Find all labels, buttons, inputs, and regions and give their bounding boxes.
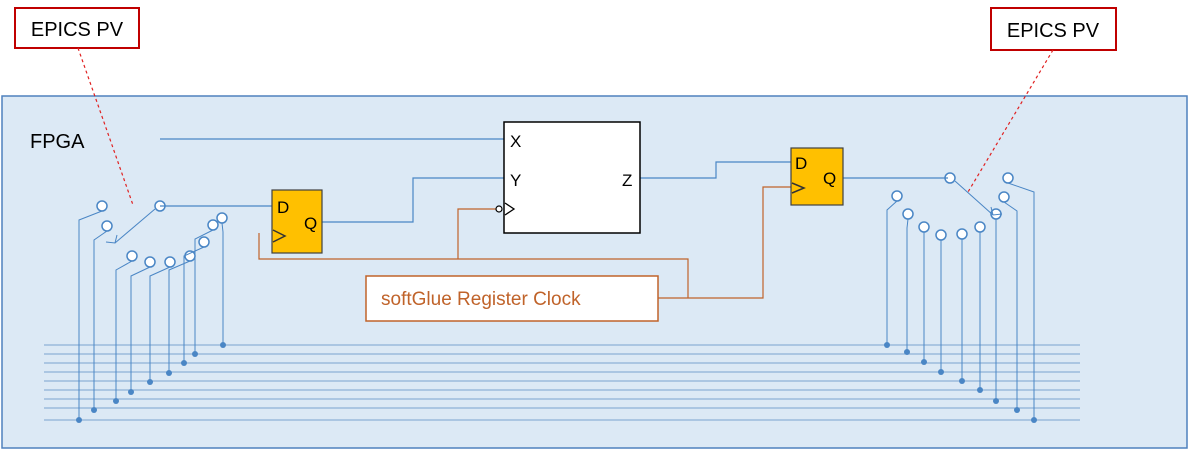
bus-junction-dot	[1014, 407, 1020, 413]
switch-pin-wire	[1003, 201, 1018, 410]
switch-terminal	[198, 236, 210, 248]
switch-terminal	[1002, 172, 1014, 184]
wire-z-to-d-right	[640, 161, 791, 179]
switch-terminal	[96, 200, 108, 212]
bus-junction-dot	[113, 398, 119, 404]
register-clock-box: softGlue Register Clock	[365, 275, 659, 322]
switch-pin-wire	[183, 246, 205, 363]
switch-arrow-icon	[105, 234, 118, 244]
bus-junction-dot	[181, 360, 187, 366]
wire-q-to-y	[322, 177, 504, 223]
bus-junction-dot	[91, 407, 97, 413]
switch-terminal	[216, 212, 228, 224]
switch-terminal	[207, 219, 219, 231]
fpga-label: FPGA	[30, 131, 85, 153]
switch-pin-wire	[78, 210, 103, 420]
bus-junction-dot	[1031, 417, 1037, 423]
switch-wiper	[114, 208, 156, 244]
switch-pin-wire	[93, 230, 108, 410]
switch-arrow-icon	[990, 206, 1003, 216]
flipflop-right-q: Q	[823, 169, 836, 188]
logic-input-y: Y	[510, 171, 521, 190]
switch-pin-wire	[221, 222, 224, 345]
flipflop-left-d: D	[277, 198, 289, 217]
logic-output-z: Z	[622, 171, 632, 190]
switch-pin-wire	[130, 266, 151, 392]
bus-junction-dot	[128, 389, 134, 395]
bus-junction-dot	[959, 378, 965, 384]
switch-pin-wire	[906, 218, 909, 352]
register-clock-label: softGlue Register Clock	[381, 289, 581, 310]
epics-pv-label-right: EPICS PV	[1007, 20, 1100, 42]
clock-edge-icon	[272, 229, 287, 243]
bus-junction-dot	[192, 351, 198, 357]
epics-pv-label-left: EPICS PV	[31, 19, 124, 41]
switch-terminal	[101, 220, 113, 232]
flipflop-left: D Q	[271, 189, 323, 254]
clock-wire-left-ff	[258, 233, 689, 298]
switch-terminal	[902, 208, 914, 220]
switch-pin-wire	[168, 260, 191, 373]
switch-terminal	[184, 250, 196, 262]
pv-switch-left	[76, 200, 228, 423]
flipflop-right: D Q	[790, 147, 844, 206]
bus-junction-dot	[993, 398, 999, 404]
clock-wires	[258, 186, 791, 299]
clock-wire-logic	[457, 208, 496, 259]
switch-terminal	[998, 191, 1010, 203]
bus-junction-dot	[904, 349, 910, 355]
bus-junction-dot	[147, 379, 153, 385]
pv-switch-right	[884, 172, 1037, 423]
flipflop-right-d: D	[795, 154, 807, 173]
switch-pin-wire	[1007, 182, 1035, 420]
inverted-clock-bubble-icon	[495, 205, 503, 213]
epics-pv-callout-right: EPICS PV	[967, 7, 1117, 193]
bus-junction-dot	[220, 342, 226, 348]
switch-pin-wire	[886, 200, 898, 345]
switch-terminal	[918, 221, 930, 233]
switch-terminal	[974, 221, 986, 233]
bus-junction-dot	[166, 370, 172, 376]
switch-terminal	[144, 256, 156, 268]
bus-junction-dot	[938, 369, 944, 375]
bus-junction-dot	[884, 342, 890, 348]
switch-terminal	[126, 250, 138, 262]
signal-wires	[160, 138, 948, 223]
switch-terminal	[164, 256, 176, 268]
callout-leader-left	[77, 47, 134, 206]
switch-terminal	[891, 190, 903, 202]
epics-pv-callout-left: EPICS PV	[14, 7, 140, 206]
switch-pin-wire	[115, 260, 133, 401]
logic-input-x: X	[510, 132, 521, 151]
bus-junction-dot	[76, 417, 82, 423]
flipflop-left-q: Q	[304, 214, 317, 233]
switch-terminal	[935, 229, 947, 241]
clock-wire-right-ff	[658, 186, 791, 299]
bus-junction-dot	[977, 387, 983, 393]
clock-edge-icon	[504, 202, 516, 216]
switch-pin-wire	[149, 266, 171, 382]
switch-wiper	[954, 180, 994, 216]
logic-block: X Y Z	[495, 121, 641, 234]
switch-terminal	[956, 228, 968, 240]
bus-junction-dot	[921, 359, 927, 365]
switch-pin-wire	[194, 229, 214, 354]
clock-edge-icon	[791, 182, 806, 194]
